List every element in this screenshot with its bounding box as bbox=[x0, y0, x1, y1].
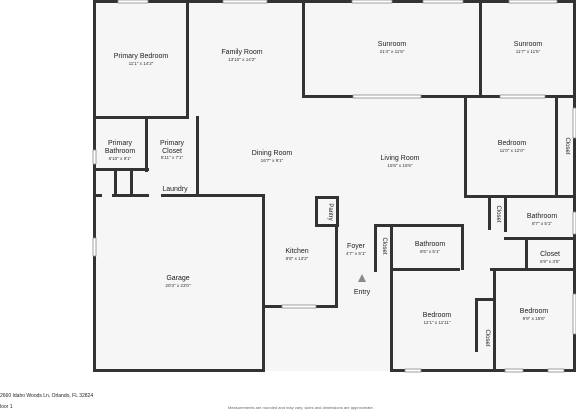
room-labels: Primary Bedroom 11'1" x 14'2" Family Roo… bbox=[105, 41, 570, 347]
entry-arrow-icon bbox=[358, 274, 366, 282]
room-dimensions: 12'1" x 11'11" bbox=[423, 320, 450, 325]
room-foyer: Foyer 4'7" x 5'1" bbox=[346, 243, 366, 256]
room-name: Bedroom bbox=[423, 312, 452, 319]
floor-label: loor 1 bbox=[0, 404, 13, 410]
room-dimensions: 11'0" x 12'0" bbox=[500, 148, 525, 153]
property-address: 2660 Idaho Woods Ln, Orlando, FL 32824 bbox=[0, 393, 93, 399]
room-dimensions: 21'4" x 11'5" bbox=[380, 49, 405, 54]
room-name: Primary Bedroom bbox=[114, 53, 169, 60]
disclaimer-text: Measurements are rounded and may vary; s… bbox=[228, 405, 374, 410]
room-name: Sunroom bbox=[378, 41, 407, 48]
room-name: Dining Room bbox=[252, 150, 293, 157]
room-dimensions: 6'10" x 9'1" bbox=[109, 156, 132, 161]
room-closet-east: Closet 5'9" x 3'5" bbox=[540, 251, 560, 264]
room-closet-ne: Closet bbox=[564, 137, 570, 154]
room-dimensions: 5'9" x 3'5" bbox=[540, 259, 560, 264]
room-family-room: Family Room 13'10" x 14'2" bbox=[221, 49, 262, 62]
room-kitchen: Kitchen 8'8" x 13'2" bbox=[285, 248, 308, 261]
room-name: Bedroom bbox=[520, 308, 549, 315]
room-dining-room: Dining Room 16'7" x 9'1" bbox=[252, 150, 293, 163]
room-bathroom-east: Bathroom 8'7" x 5'1" bbox=[527, 213, 558, 226]
room-dimensions: 8'7" x 5'1" bbox=[532, 221, 552, 226]
footer: 2660 Idaho Woods Ln, Orlando, FL 32824 l… bbox=[0, 393, 374, 410]
windows bbox=[92, 0, 576, 373]
room-name: Garage bbox=[166, 275, 189, 282]
room-sunroom-2: Sunroom 11'7" x 11'5" bbox=[514, 41, 543, 54]
room-dimensions: 20'3" x 23'0" bbox=[165, 283, 191, 288]
room-bedroom-ne: Bedroom 11'0" x 12'0" bbox=[498, 140, 527, 153]
room-name: Closet bbox=[484, 329, 490, 346]
room-closet-foyer: Closet bbox=[381, 237, 387, 254]
room-bedroom-sc: Bedroom 12'1" x 11'11" bbox=[423, 312, 452, 325]
room-dimensions: 11'1" x 14'2" bbox=[129, 61, 154, 66]
room-name: Closet bbox=[495, 205, 501, 222]
room-name: Closet bbox=[564, 137, 570, 154]
room-name: Foyer bbox=[347, 243, 366, 250]
room-dimensions: 11'7" x 11'5" bbox=[516, 49, 541, 54]
room-garage: Garage 20'3" x 23'0" bbox=[165, 275, 191, 288]
room-dimensions: 15'6" x 15'6" bbox=[387, 163, 413, 168]
room-dimensions: 4'7" x 5'1" bbox=[346, 251, 366, 256]
room-bedroom-se: Bedroom 9'9" x 15'6" bbox=[520, 308, 549, 321]
walls bbox=[93, 0, 576, 372]
room-dimensions: 16'7" x 9'1" bbox=[261, 158, 284, 163]
room-closet-bath: Closet bbox=[495, 205, 501, 222]
room-pantry: Pantry bbox=[327, 203, 333, 220]
room-bathroom-center: Bathroom 8'6" x 5'1" bbox=[415, 241, 446, 254]
room-name: Laundry bbox=[162, 186, 188, 193]
room-name: Closet bbox=[381, 237, 387, 254]
room-name: Sunroom bbox=[514, 41, 543, 48]
room-primary-bedroom: Primary Bedroom 11'1" x 14'2" bbox=[114, 53, 169, 66]
entry-marker: Entry bbox=[354, 274, 371, 296]
room-dimensions: 13'10" x 14'2" bbox=[228, 57, 256, 62]
room-dimensions: 8'6" x 5'1" bbox=[420, 249, 440, 254]
room-closet-sc: Closet bbox=[484, 329, 490, 346]
room-name: Family Room bbox=[221, 49, 262, 56]
entry-label: Entry bbox=[354, 289, 371, 296]
room-laundry: Laundry bbox=[162, 186, 188, 193]
room-dimensions: 8'8" x 13'2" bbox=[286, 256, 309, 261]
room-name: Bathroom bbox=[527, 213, 558, 220]
room-dimensions: 9'9" x 15'6" bbox=[523, 316, 546, 321]
room-name: Bedroom bbox=[498, 140, 527, 147]
room-dimensions: 5'11" x 7'1" bbox=[161, 155, 184, 160]
room-name: Living Room bbox=[381, 155, 420, 162]
room-sunroom-1: Sunroom 21'4" x 11'5" bbox=[378, 41, 407, 54]
room-living-room: Living Room 15'6" x 15'6" bbox=[381, 155, 420, 168]
room-name: Pantry bbox=[327, 203, 333, 220]
room-name: Bathroom bbox=[415, 241, 446, 248]
room-name: Closet bbox=[540, 251, 560, 258]
room-name: Kitchen bbox=[285, 248, 308, 255]
doorways bbox=[102, 194, 491, 272]
